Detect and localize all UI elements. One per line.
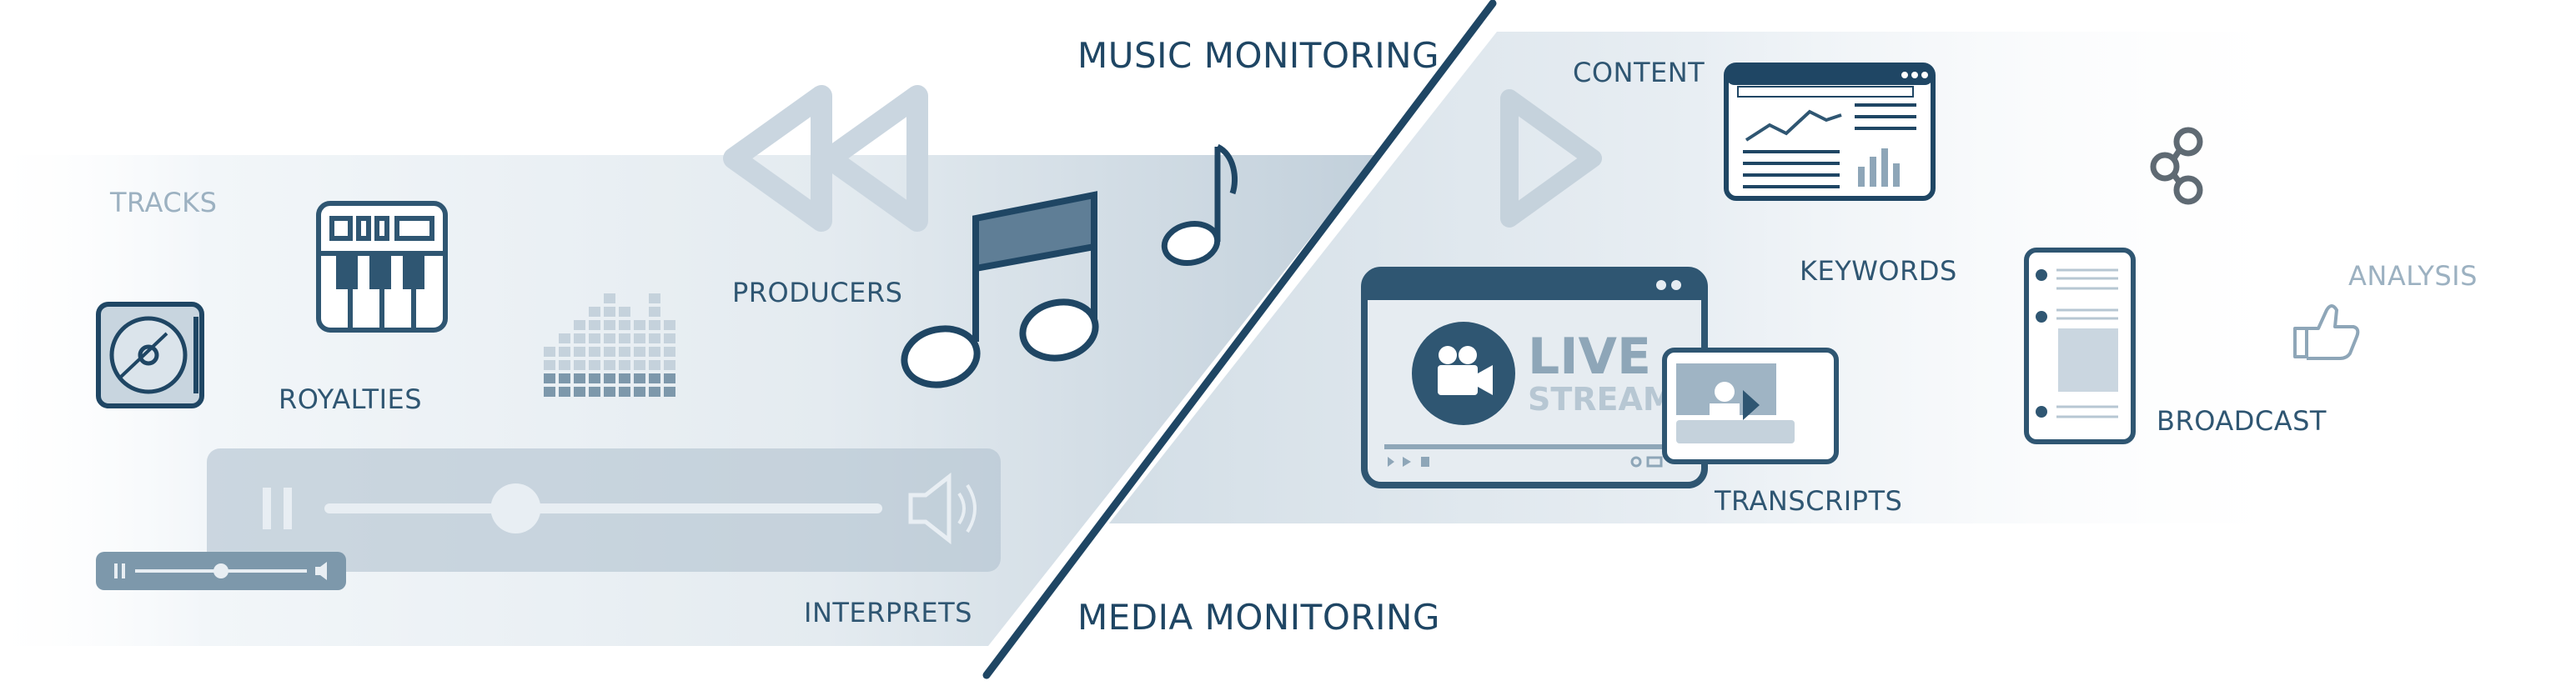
live-badge-line1: LIVE: [1528, 328, 1651, 386]
transcript-video-icon: [1662, 348, 1839, 464]
royalties-label: ROYALTIES: [279, 383, 423, 415]
tablet-icon: [2024, 248, 2136, 444]
eighth-note-icon: [1161, 143, 1238, 266]
rewind-icon: [723, 85, 928, 232]
play-icon: [1500, 89, 1602, 228]
cd-case-icon: [96, 302, 204, 408]
media-monitoring-heading: MEDIA MONITORING: [1077, 597, 1440, 638]
tracks-label: TRACKS: [110, 187, 218, 218]
divider-line: [982, 0, 1497, 679]
share-icon: [2150, 127, 2203, 205]
beamed-notes-icon: [901, 191, 1099, 388]
thumbs-up-icon: [2293, 304, 2360, 360]
interprets-label: INTERPRETS: [804, 597, 972, 628]
broadcast-label: BROADCAST: [2157, 405, 2327, 437]
producers-label: PRODUCERS: [732, 277, 903, 308]
media-player-bar-icon: [207, 448, 1001, 572]
synthesizer-keys-icon: [316, 201, 448, 333]
live-stream-window-icon: LIVE STREAM: [1361, 267, 1708, 488]
equalizer-bars-icon: [544, 293, 675, 397]
content-label: CONTENT: [1573, 57, 1705, 88]
transcripts-label: TRANSCRIPTS: [1715, 485, 1903, 517]
keywords-label: KEYWORDS: [1800, 255, 1957, 287]
music-monitoring-heading: MUSIC MONITORING: [1077, 35, 1440, 76]
analytics-window-icon: [1724, 63, 1936, 201]
analysis-label: ANALYSIS: [2348, 260, 2478, 292]
mini-player-icon: [96, 552, 346, 590]
live-badge-line2: STREAM: [1528, 381, 1675, 418]
